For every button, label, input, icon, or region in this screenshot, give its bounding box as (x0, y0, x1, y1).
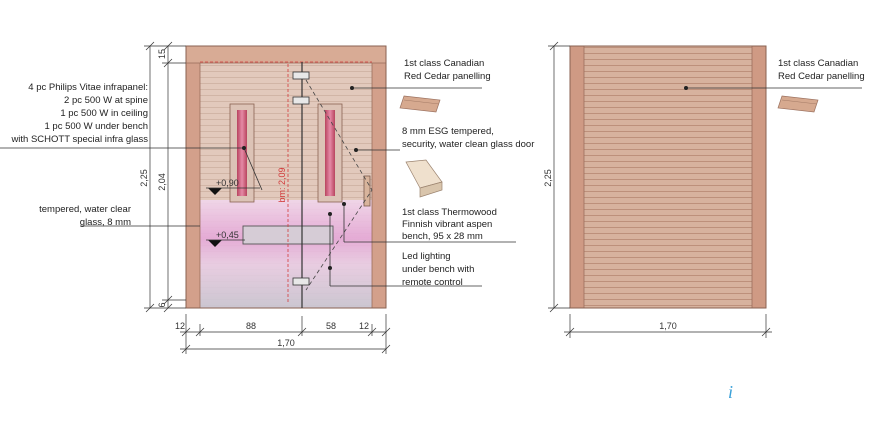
svg-text:2 pc 500 W at spine: 2 pc 500 W at spine (64, 95, 148, 106)
svg-text:Finnish vibrant aspen: Finnish vibrant aspen (402, 219, 492, 230)
dim-width-right-section: 58 (326, 321, 336, 331)
door-hinge-middle (292, 96, 310, 105)
ceiling-beam (185, 45, 387, 64)
back-left-post (569, 45, 585, 309)
back-view: 1st class Canadian Red Cedar panelling 2… (543, 41, 865, 338)
svg-text:bench, 95 x 28 mm: bench, 95 x 28 mm (402, 231, 483, 242)
level-marker-lower: +0,45 (206, 230, 245, 247)
back-callout-cedar: 1st class Canadian Red Cedar panelling (778, 58, 865, 82)
svg-text:with SCHOTT special infra glas: with SCHOTT special infra glass (10, 134, 148, 145)
svg-text:Led lighting: Led lighting (402, 251, 451, 262)
svg-text:+0,90: +0,90 (216, 178, 239, 188)
stray-info-mark: i (728, 382, 733, 402)
callout-door: 8 mm ESG tempered, security, water clean… (402, 126, 534, 150)
back-dim-width: 1,70 (659, 321, 677, 331)
door-hinge-bottom (292, 277, 310, 286)
callout-glass: tempered, water clear glass, 8 mm (39, 204, 131, 228)
svg-text:under bench with: under bench with (402, 264, 474, 275)
svg-text:+0,45: +0,45 (216, 230, 239, 240)
door-handle (363, 175, 371, 207)
svg-text:Red Cedar panelling: Red Cedar panelling (404, 71, 491, 82)
level-marker-upper: +0,90 (206, 178, 260, 195)
dim-width-left-frame: 12 (175, 321, 185, 331)
back-right-post (751, 45, 767, 309)
svg-text:1 pc 500 W in ceiling: 1 pc 500 W in ceiling (60, 108, 148, 119)
dim-top: 15 (157, 49, 167, 59)
svg-text:security, water clean glass do: security, water clean glass door (402, 139, 534, 150)
callout-bench: 1st class Thermowood Finnish vibrant asp… (402, 207, 497, 242)
front-view: bm: 2,09 +0,90 +0,45 (0, 41, 534, 354)
callout-led: Led lighting under bench with remote con… (402, 251, 474, 288)
svg-text:tempered, water clear: tempered, water clear (39, 204, 131, 215)
svg-text:remote control: remote control (402, 277, 463, 288)
back-cedar-plank-swatch (777, 95, 819, 113)
callout-infrapanel: 4 pc Philips Vitae infrapanel: 2 pc 500 … (10, 82, 148, 145)
left-post (185, 45, 201, 309)
dim-width-right-frame: 12 (359, 321, 369, 331)
dim-inner-height: 2,04 (157, 173, 167, 191)
cedar-plank-swatch (399, 95, 441, 113)
door-swing (305, 79, 373, 291)
thermowood-plank-swatch (405, 159, 443, 198)
svg-text:Red Cedar panelling: Red Cedar panelling (778, 71, 865, 82)
door-hinge-top (292, 71, 310, 80)
back-dim-height: 2,25 (543, 169, 553, 187)
callout-cedar: 1st class Canadian Red Cedar panelling (404, 58, 491, 82)
dim-bottom: 6 (157, 302, 167, 307)
clear-height-label: bm: 2,09 (277, 167, 287, 202)
infrapanel-right (317, 103, 343, 203)
svg-text:8 mm ESG tempered,: 8 mm ESG tempered, (402, 126, 494, 137)
svg-text:1 pc 500 W under bench: 1 pc 500 W under bench (44, 121, 148, 132)
back-panelling (570, 46, 766, 308)
bench-glow-area (200, 200, 374, 308)
right-post (371, 45, 387, 309)
infrapanel-left (229, 103, 255, 203)
dim-width-left-section: 88 (246, 321, 256, 331)
svg-text:1st class Canadian: 1st class Canadian (404, 58, 484, 69)
svg-text:1st class Canadian: 1st class Canadian (778, 58, 858, 69)
dim-overall-height: 2,25 (139, 169, 149, 187)
svg-text:4 pc Philips Vitae infrapanel:: 4 pc Philips Vitae infrapanel: (28, 82, 148, 93)
dim-overall-width: 1,70 (277, 338, 295, 348)
svg-text:1st class Thermowood: 1st class Thermowood (402, 207, 497, 218)
svg-text:glass, 8 mm: glass, 8 mm (80, 217, 131, 228)
